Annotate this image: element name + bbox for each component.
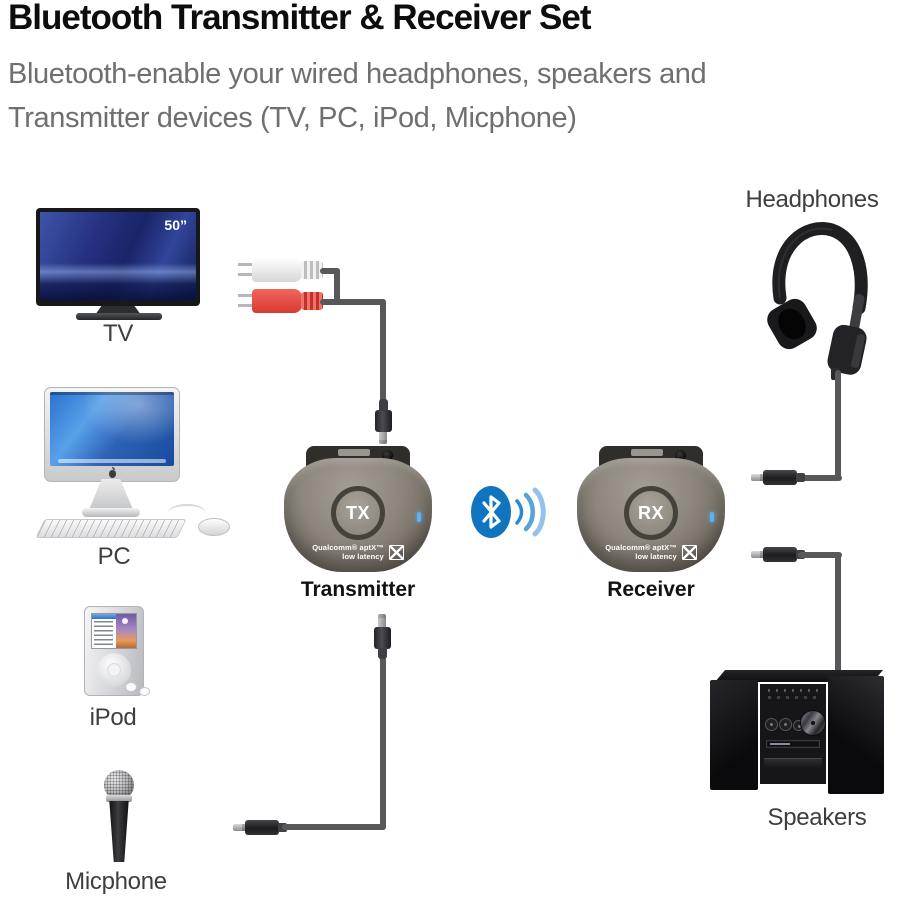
- aux-plug-left-icon: [751, 547, 805, 562]
- aptx-brand-line2: low latency: [635, 551, 677, 561]
- tv-screen: 50”: [40, 212, 196, 300]
- speaker-knob-icon: [779, 718, 792, 731]
- aux-plug-down-icon: [375, 399, 392, 444]
- earbud-icon: [125, 682, 137, 692]
- led-indicator: [417, 512, 421, 522]
- aptx-brand-line1: Qualcomm® aptX™: [312, 543, 384, 552]
- headphones-cable-segment: [835, 370, 841, 478]
- mic-handle: [109, 801, 129, 862]
- pc-mouse-cord: [168, 504, 206, 522]
- page-subtitle: Bluetooth-enable your wired headphones, …: [8, 52, 898, 140]
- speaker-center-unit: [760, 684, 826, 784]
- pc-stand-base: [82, 508, 140, 517]
- transmitter-device: TX Qualcomm® aptX™ low latency Transmitt…: [284, 446, 432, 611]
- pc-label: PC: [97, 543, 131, 570]
- page-subtitle-line2: Transmitter devices (TV, PC, iPod, Micph…: [8, 102, 577, 134]
- mic-collar: [106, 795, 132, 802]
- rx-badge: RX: [624, 486, 678, 540]
- aptx-brand: Qualcomm® aptX™ low latency: [284, 543, 432, 561]
- usb-port-icon: [631, 449, 663, 456]
- ipod-artwork-pane: [116, 614, 136, 648]
- signal-waves-icon: [515, 487, 546, 537]
- tv-stand-base: [76, 313, 162, 320]
- rca-cable-segment: [334, 268, 340, 305]
- headphones-icon: [767, 222, 868, 380]
- aux-plug-up-icon: [374, 614, 391, 659]
- page-title: Bluetooth Transmitter & Receiver Set: [8, 0, 592, 37]
- rca-red-plug-icon: [238, 289, 323, 313]
- speaker-left: [710, 680, 758, 790]
- rx-badge-text: RX: [637, 502, 664, 523]
- rca-cable-segment: [380, 299, 386, 403]
- tv-label: TV: [102, 320, 134, 347]
- speaker-disc-tray: [764, 758, 822, 769]
- rca-cable-segment: [320, 299, 386, 305]
- speakers-label: Speakers: [767, 804, 867, 831]
- aptx-x-logo-icon: [388, 545, 404, 560]
- rca-cable-segment: [320, 268, 340, 274]
- speaker-buttons: [768, 689, 818, 692]
- speakers-cable-segment: [835, 552, 841, 682]
- aptx-brand-line1: Qualcomm® aptX™: [605, 543, 677, 552]
- aptx-brand-line2: low latency: [342, 551, 384, 561]
- tx-badge: TX: [331, 486, 385, 540]
- earbud-icon: [139, 687, 150, 696]
- ipod-menu-pane: [92, 614, 117, 648]
- tx-badge-text: TX: [345, 502, 370, 523]
- micphone-label: Micphone: [65, 868, 167, 895]
- aptx-brand: Qualcomm® aptX™ low latency: [577, 543, 725, 561]
- speakers-image: [700, 670, 890, 800]
- aux-jack-icon: [382, 450, 393, 461]
- headphones-label: Headphones: [745, 186, 879, 213]
- transmitter-label: Transmitter: [300, 578, 416, 601]
- receiver-device: RX Qualcomm® aptX™ low latency Receiver: [577, 446, 725, 611]
- speaker-buttons: [768, 696, 818, 699]
- pc-keyboard: [35, 519, 187, 538]
- aux-jack-icon: [675, 450, 686, 461]
- speaker-knob-icon: [765, 718, 778, 731]
- ipod-screen: [91, 613, 137, 649]
- page-subtitle-line1: Bluetooth-enable your wired headphones, …: [8, 58, 707, 90]
- aptx-x-logo-icon: [681, 545, 697, 560]
- receiver-label: Receiver: [607, 578, 695, 601]
- tv-stand-neck: [95, 306, 141, 315]
- aptx-brand-text: Qualcomm® aptX™ low latency: [605, 543, 677, 561]
- bluetooth-signal: [471, 486, 546, 538]
- ipod-image: [84, 606, 144, 696]
- led-indicator: [710, 512, 714, 522]
- mic-cable-segment: [282, 824, 386, 830]
- pc-mouse: [198, 518, 230, 536]
- aux-plug-left-icon: [233, 820, 287, 835]
- mic-cable-segment: [380, 656, 386, 830]
- speaker-right: [828, 676, 884, 794]
- ipod-click-wheel: [97, 653, 131, 687]
- tv-size-badge: 50”: [164, 217, 187, 233]
- ipod-label: iPod: [89, 704, 137, 731]
- apple-logo-icon: [109, 467, 116, 478]
- rca-white-plug-icon: [238, 258, 323, 282]
- pc-screen: [50, 392, 174, 466]
- speaker-cd-icon: [800, 710, 826, 736]
- speakers-cable-segment: [798, 552, 842, 558]
- aux-plug-left-icon: [751, 470, 805, 485]
- speaker-display: [766, 740, 820, 748]
- headphones-cable-segment: [798, 475, 842, 481]
- aptx-brand-text: Qualcomm® aptX™ low latency: [312, 543, 384, 561]
- usb-port-icon: [338, 449, 370, 456]
- bluetooth-rune-icon: [482, 495, 501, 529]
- tv-image: 50”: [36, 208, 200, 306]
- pc-image: [44, 387, 180, 482]
